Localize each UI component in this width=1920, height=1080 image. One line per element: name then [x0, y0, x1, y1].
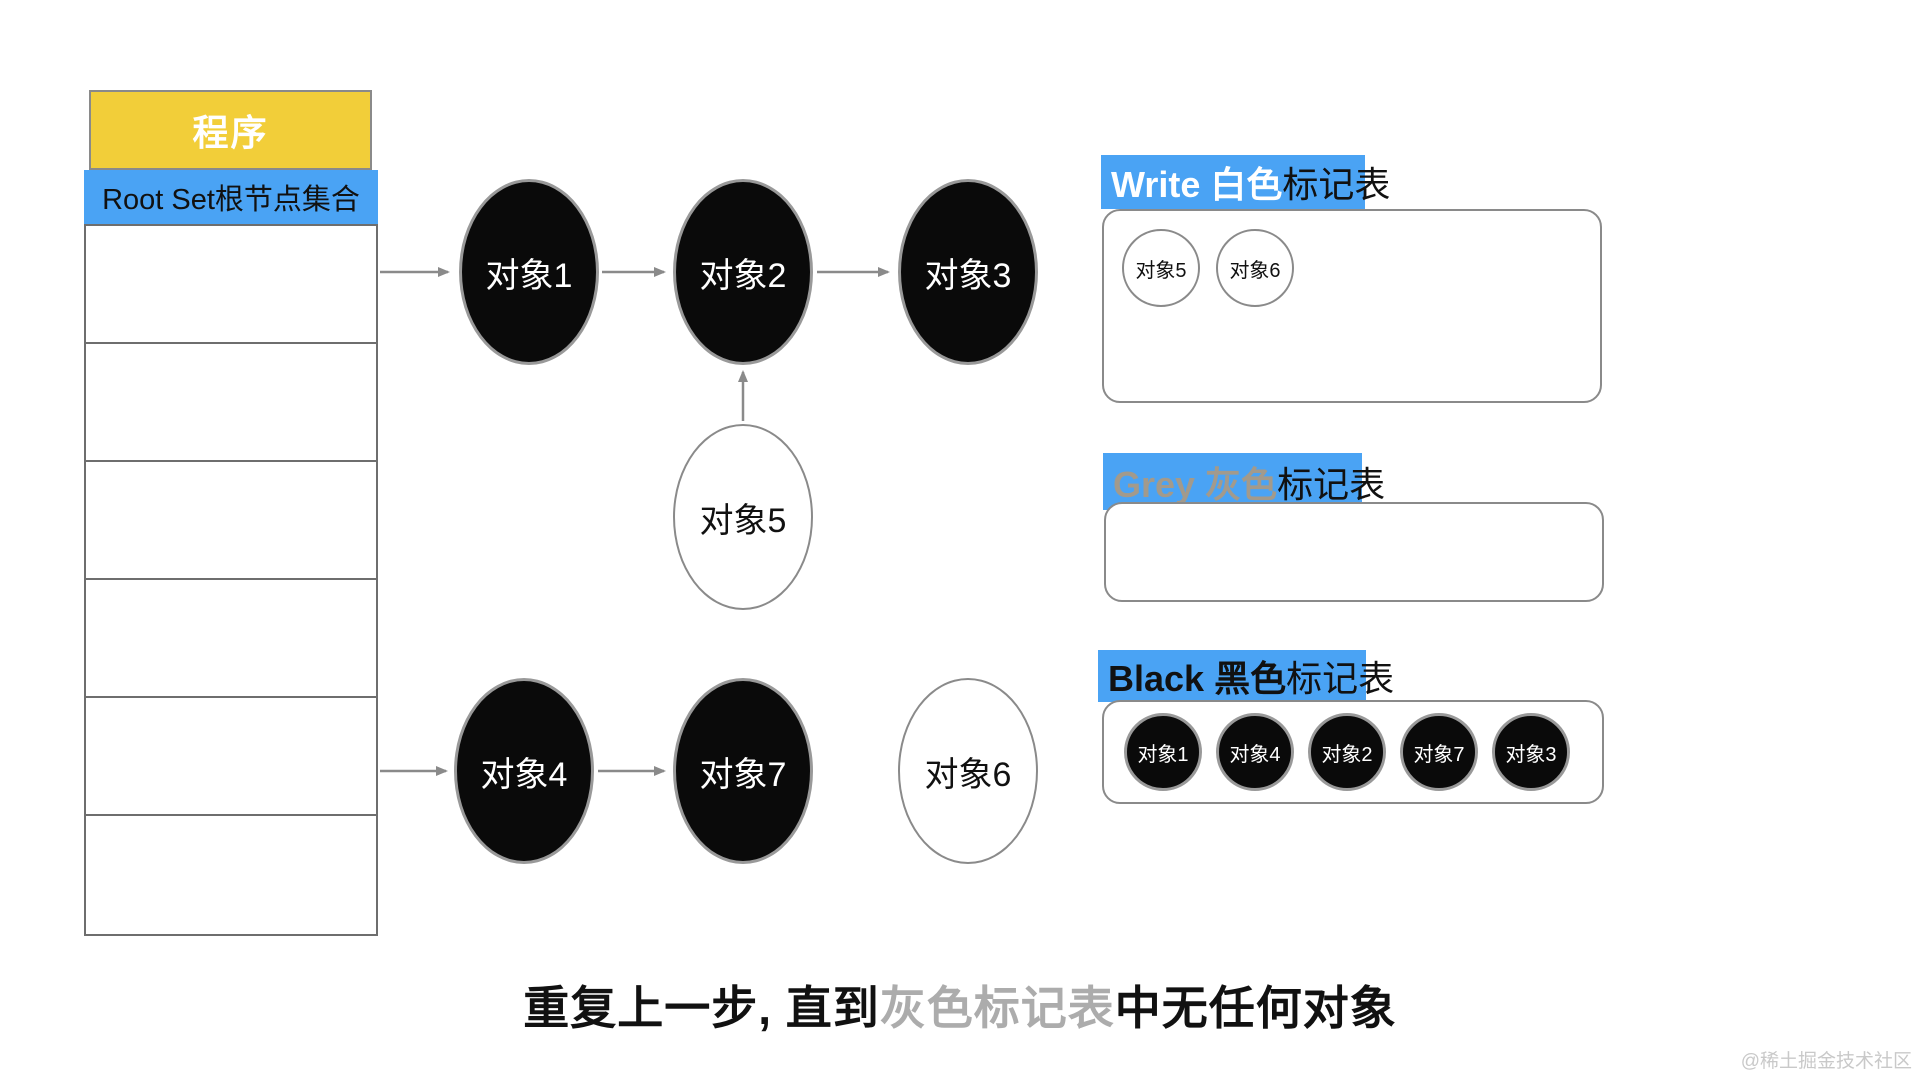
black-table-item-obj3: 对象3 [1492, 713, 1570, 791]
root-set-table [84, 224, 378, 936]
black-table-item-obj2: 对象2 [1308, 713, 1386, 791]
node-obj5-label: 对象5 [699, 501, 787, 540]
caption-prefix: 重复上一步, 直到 [523, 982, 880, 1034]
node-obj2: 对象2 [673, 179, 813, 365]
node-obj3-label: 对象3 [924, 256, 1012, 295]
chip-label: 对象2 [1321, 743, 1373, 766]
chip-label: 对象5 [1135, 259, 1187, 282]
black-table-header: Black 黑色标记表 [1098, 650, 1394, 702]
program-box: 程序 [89, 90, 372, 170]
node-obj6-label: 对象6 [924, 755, 1012, 794]
node-obj7: 对象7 [673, 678, 813, 864]
root-set-row [86, 580, 376, 698]
white-table-header: Write 白色标记表 [1101, 155, 1390, 209]
caption-highlight: 灰色标记表 [879, 982, 1115, 1034]
chip-label: 对象7 [1413, 743, 1465, 766]
root-set-row [86, 462, 376, 580]
root-set-row [86, 816, 376, 934]
root-set-label: Root Set根节点集合 [84, 170, 378, 224]
grey-table-box [1104, 502, 1604, 602]
white-table-title-rest: 标记表 [1282, 164, 1391, 205]
black-table-title-rest: 标记表 [1286, 658, 1395, 699]
root-set-label-text: Root Set根节点集合 [102, 184, 360, 216]
node-obj5: 对象5 [673, 424, 813, 610]
grey-table-title-accent: Grey 灰色 [1113, 463, 1278, 505]
node-obj6: 对象6 [898, 678, 1038, 864]
root-set-row [86, 344, 376, 462]
black-table-item-obj7: 对象7 [1400, 713, 1478, 791]
chip-label: 对象4 [1229, 743, 1281, 766]
white-table-box: 对象5 对象6 [1102, 209, 1602, 403]
watermark: @稀土掘金技术社区 [1740, 1051, 1912, 1072]
caption: 重复上一步, 直到灰色标记表中无任何对象 [20, 972, 1900, 1038]
black-table-box: 对象1 对象4 对象2 对象7 对象3 [1102, 700, 1604, 804]
program-box-label: 程序 [192, 112, 269, 153]
node-obj7-label: 对象7 [699, 755, 787, 794]
node-obj4: 对象4 [454, 678, 594, 864]
black-table-title-accent: Black 黑色 [1108, 658, 1287, 699]
grey-table-header: Grey 灰色标记表 [1103, 453, 1385, 510]
grey-table-title-rest: 标记表 [1277, 463, 1386, 505]
node-obj2-label: 对象2 [699, 256, 787, 295]
node-obj1: 对象1 [459, 179, 599, 365]
caption-suffix: 中无任何对象 [1114, 982, 1397, 1034]
root-set-row [86, 226, 376, 344]
black-table-item-obj1: 对象1 [1124, 713, 1202, 791]
black-table-item-obj4: 对象4 [1216, 713, 1294, 791]
node-obj3: 对象3 [898, 179, 1038, 365]
node-obj1-label: 对象1 [485, 256, 573, 295]
white-table-title-accent: Write 白色 [1111, 164, 1283, 205]
chip-label: 对象6 [1229, 259, 1281, 282]
chip-label: 对象1 [1137, 743, 1189, 766]
chip-label: 对象3 [1505, 743, 1557, 766]
root-set-row [86, 698, 376, 816]
white-table-item-obj6: 对象6 [1216, 229, 1294, 307]
node-obj4-label: 对象4 [480, 755, 568, 794]
white-table-item-obj5: 对象5 [1122, 229, 1200, 307]
